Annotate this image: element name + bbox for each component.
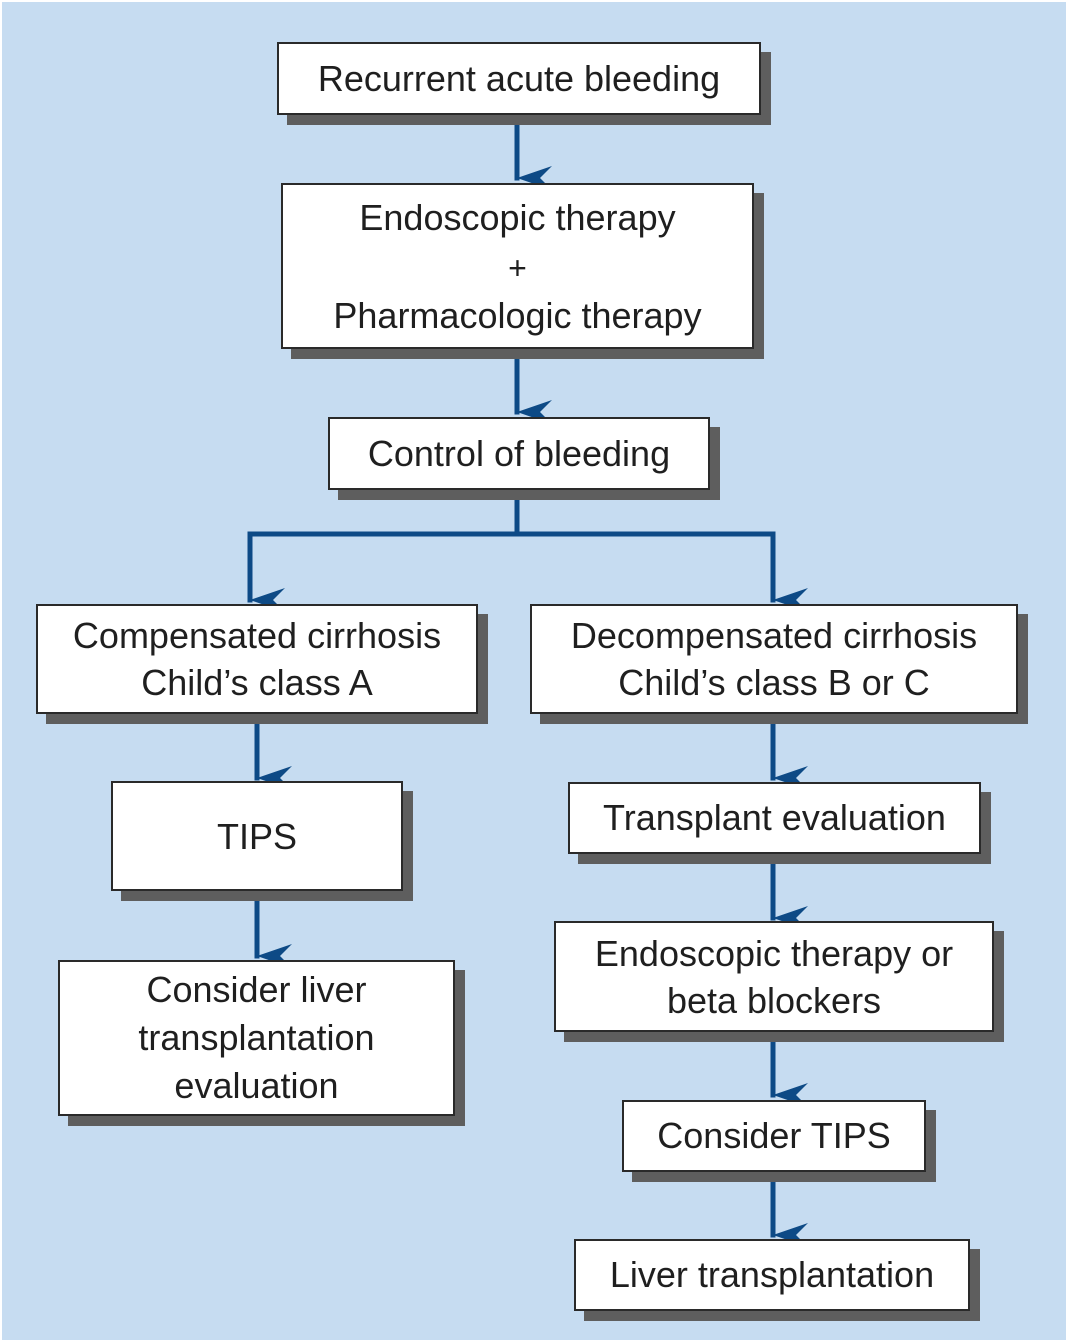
node-decompensated-cirrhosis: Decompensated cirrhosis Child’s class B …: [530, 604, 1018, 714]
node-compensated-cirrhosis: Compensated cirrhosis Child’s class A: [36, 604, 478, 714]
node-text-line: Endoscopic therapy or: [594, 932, 954, 974]
node-consider-tips: Consider TIPS: [622, 1100, 926, 1172]
node-initial-therapy: Endoscopic therapy + Pharmacologic thera…: [281, 183, 754, 349]
node-text-line: Transplant evaluation: [603, 797, 946, 838]
node-text-line: TIPS: [216, 816, 297, 857]
node-transplant-evaluation: Transplant evaluation: [568, 782, 981, 854]
node-tips: TIPS: [111, 781, 403, 891]
node-text-line: Decompensated cirrhosis: [570, 615, 978, 656]
node-text-line: evaluation: [174, 1065, 339, 1106]
node-text-line: Endoscopic therapy: [359, 197, 676, 238]
node-text-line: Consider TIPS: [657, 1115, 891, 1156]
node-text-line: transplantation: [138, 1017, 375, 1058]
node-endoscopic-therapy-or-beta-blockers: Endoscopic therapy or beta blockers: [554, 921, 994, 1032]
node-text-line: Child’s class B or C: [618, 662, 930, 703]
node-text-line: Recurrent acute bleeding: [317, 57, 721, 99]
node-text-line: Child’s class A: [141, 662, 373, 703]
node-text-line: Pharmacologic therapy: [333, 295, 702, 336]
node-text-line: beta blockers: [666, 979, 882, 1021]
node-consider-liver-transplantation-evaluation: Consider liver transplantation evaluatio…: [58, 960, 455, 1116]
node-text-line: Consider liver: [146, 969, 367, 1010]
node-control-of-bleeding: Control of bleeding: [328, 417, 710, 490]
node-liver-transplantation: Liver transplantation: [574, 1239, 970, 1311]
node-recurrent-acute-bleeding: Recurrent acute bleeding: [277, 42, 761, 115]
node-text-line: Control of bleeding: [367, 432, 671, 474]
node-text-line: Liver transplantation: [609, 1254, 935, 1295]
node-text-line: +: [508, 250, 527, 286]
node-text-line: Compensated cirrhosis: [72, 615, 442, 656]
